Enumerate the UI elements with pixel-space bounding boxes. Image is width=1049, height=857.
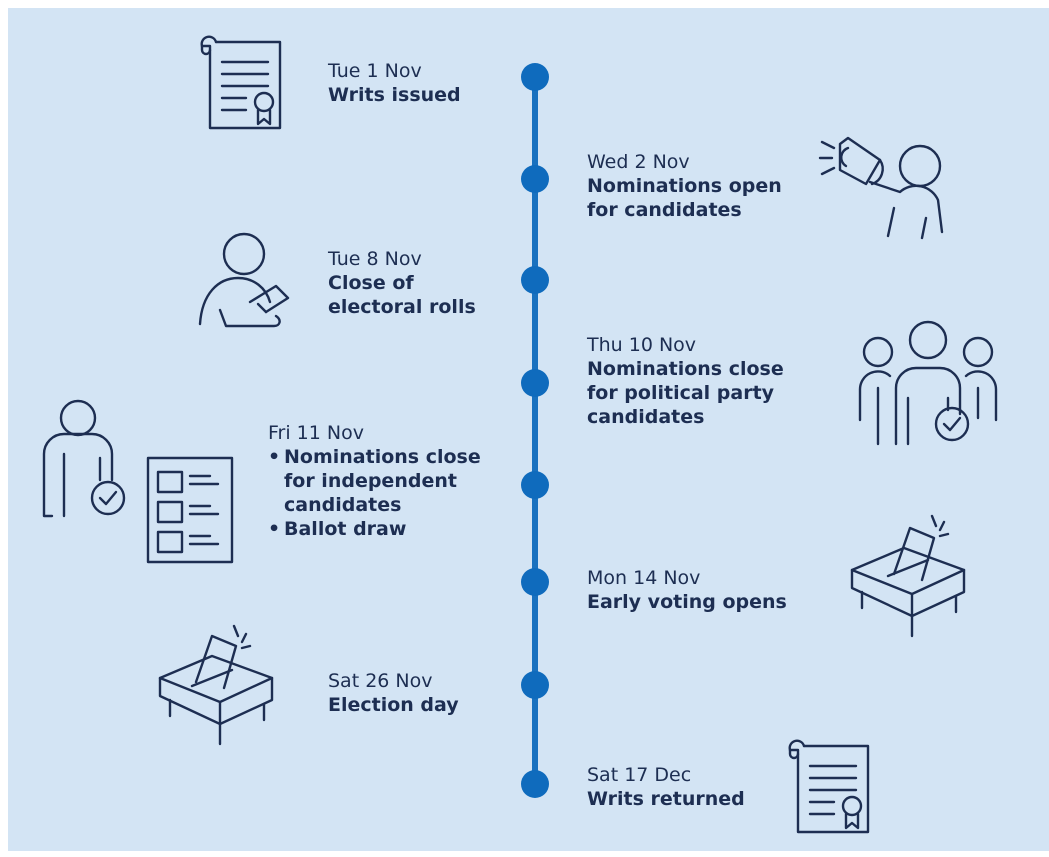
event-date: Sat 17 Dec <box>587 764 692 786</box>
event-bullet-line: Nominations close <box>284 446 481 468</box>
event-date: Mon 14 Nov <box>587 567 701 589</box>
event-independent-nominations-close: Fri 11 Nov Nominations close for indepen… <box>268 421 481 541</box>
event-title-line: for candidates <box>587 199 742 221</box>
event-date: Thu 10 Nov <box>587 334 697 356</box>
candidate-ballot-icon <box>40 398 236 568</box>
timeline-dot <box>521 770 549 798</box>
event-close-of-rolls: Tue 8 Nov Close of electoral rolls <box>328 247 476 319</box>
person-writing-icon <box>196 232 290 332</box>
event-nominations-open: Wed 2 Nov Nominations open for candidate… <box>587 150 782 222</box>
timeline-dot <box>521 165 549 193</box>
event-title-line: candidates <box>587 406 705 428</box>
certificate-icon <box>784 738 876 836</box>
timeline-dot <box>521 568 549 596</box>
timeline-dot <box>521 63 549 91</box>
event-title-line: Close of <box>328 272 414 294</box>
event-party-nominations-close: Thu 10 Nov Nominations close for politic… <box>587 333 784 429</box>
event-early-voting: Mon 14 Nov Early voting opens <box>587 566 787 614</box>
event-date: Sat 26 Nov <box>328 670 433 692</box>
event-writs-issued: Tue 1 Nov Writs issued <box>328 59 461 107</box>
timeline-dot <box>521 266 549 294</box>
event-title: Writs issued <box>328 84 461 106</box>
ballot-box-icon <box>156 622 280 746</box>
event-title-line: for political party <box>587 382 775 404</box>
megaphone-person-icon <box>818 122 958 244</box>
timeline-panel <box>8 8 1049 851</box>
event-title-line: electoral rolls <box>328 296 476 318</box>
event-bullet-line: Ballot draw <box>284 518 407 540</box>
certificate-icon <box>196 34 288 132</box>
group-check-icon <box>856 318 1000 450</box>
event-writs-returned: Sat 17 Dec Writs returned <box>587 763 745 811</box>
event-date: Tue 1 Nov <box>328 60 422 82</box>
event-bullet-line: candidates <box>284 494 402 516</box>
timeline-line <box>532 77 538 783</box>
event-title: Election day <box>328 694 459 716</box>
timeline-dot <box>521 671 549 699</box>
event-bullet-list: Nominations close for independent candid… <box>268 445 481 541</box>
event-bullet-line: for independent <box>284 470 457 492</box>
ballot-box-icon <box>848 514 972 638</box>
timeline-dot <box>521 369 549 397</box>
event-title: Early voting opens <box>587 591 787 613</box>
event-bullet: Nominations close for independent candid… <box>268 445 481 517</box>
event-title-line: Nominations close <box>587 358 784 380</box>
event-date: Tue 8 Nov <box>328 248 422 270</box>
event-election-day: Sat 26 Nov Election day <box>328 669 459 717</box>
event-title-line: Nominations open <box>587 175 782 197</box>
event-date: Fri 11 Nov <box>268 422 364 444</box>
event-bullet: Ballot draw <box>268 517 481 541</box>
timeline-dot <box>521 471 549 499</box>
event-date: Wed 2 Nov <box>587 151 690 173</box>
event-title: Writs returned <box>587 788 745 810</box>
